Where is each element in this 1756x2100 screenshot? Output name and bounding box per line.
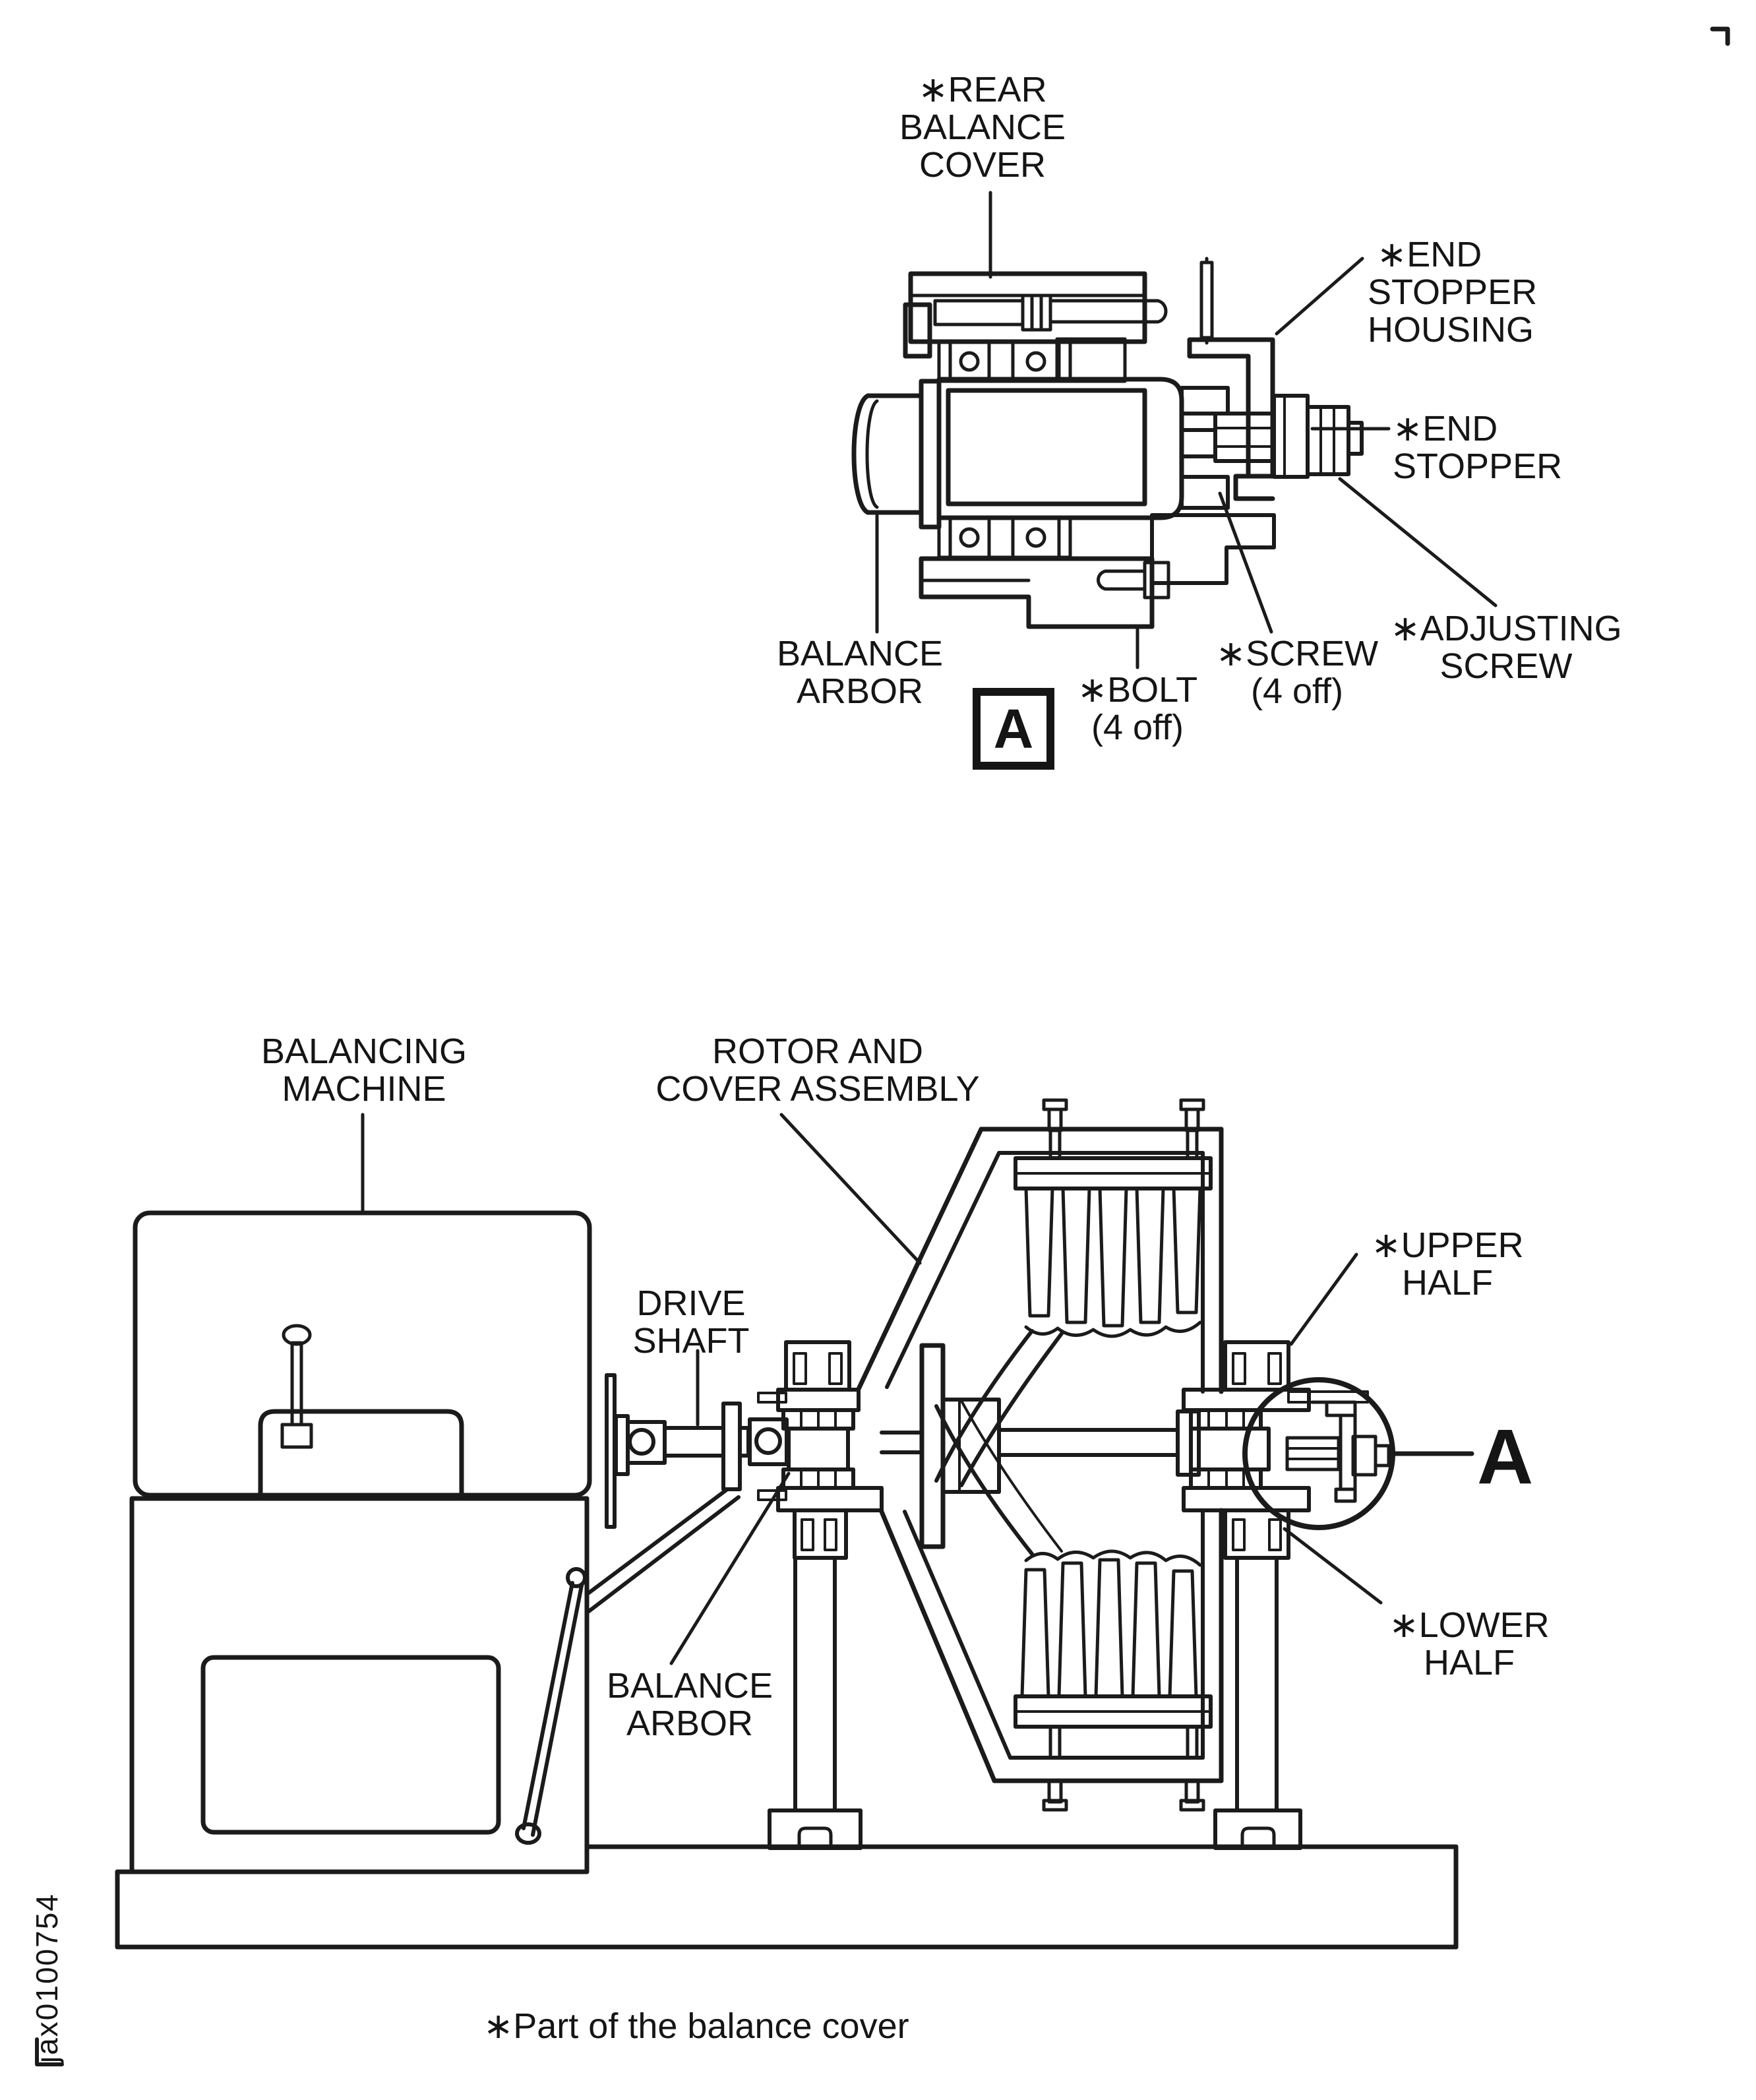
label-end-stopper-housing: ∗END STOPPER HOUSING: [1368, 235, 1538, 350]
machine-leader-lines: [361, 1113, 1474, 1665]
label-screw: ∗SCREW (4 off): [1215, 634, 1379, 711]
corner-mark-top-right: [1710, 26, 1730, 46]
end-stopper-housing-part: [1187, 337, 1275, 501]
base-slab: [115, 1844, 1459, 1950]
label-balance-arbor-detail: BALANCE ARBOR: [776, 634, 944, 711]
cover-steps: [1150, 386, 1276, 585]
machine-drawing: [115, 1098, 1474, 1950]
detail-leader-lines: [875, 191, 1498, 669]
right-pedestal: [1182, 1340, 1369, 1850]
detail-a-drawing: [851, 191, 1498, 669]
rear-balance-cover-part: [903, 257, 1214, 383]
label-rotor-cover-assembly: ROTOR AND COVER ASSEMBLY: [655, 1032, 980, 1109]
balancing-machine-body: [129, 1210, 592, 1874]
registration-mark-bottom-left: [35, 2037, 64, 2066]
label-balance-arbor-machine: BALANCE ARBOR: [606, 1666, 773, 1743]
label-bolt: ∗BOLT (4 off): [1077, 670, 1198, 747]
end-stopper-part: [1180, 394, 1364, 479]
machine-view-marker-letter: A: [1477, 1413, 1534, 1500]
left-pedestal: [757, 1340, 884, 1850]
rotor-cover-assembly-part: [856, 1098, 1224, 1812]
label-lower-half: ∗LOWER HALF: [1389, 1605, 1550, 1683]
footnote: ∗Part of the balance cover: [483, 2006, 909, 2046]
detail-view-marker-letter: A: [993, 697, 1034, 760]
label-end-stopper: ∗END STOPPER: [1393, 409, 1563, 486]
detail-view-marker-box: A: [973, 688, 1054, 770]
label-upper-half: ∗UPPER HALF: [1371, 1225, 1524, 1303]
side-code: jax0100754: [30, 1893, 64, 2063]
arbor-housing: [936, 377, 1184, 520]
lower-bearing: [937, 516, 1072, 559]
arbor-end-stopper-mini: [1285, 1400, 1391, 1503]
label-adjusting-screw: ∗ADJUSTING SCREW: [1390, 609, 1622, 686]
upper-bearing: [937, 340, 1072, 383]
label-rear-balance-cover: ∗REAR BALANCE COVER: [899, 70, 1066, 185]
label-balancing-machine: BALANCING MACHINE: [260, 1032, 468, 1109]
label-drive-shaft: DRIVE SHAFT: [632, 1283, 750, 1361]
balance-arbor-shaft: [851, 379, 942, 530]
bottom-bracket-part: [919, 556, 1170, 629]
drive-shaft-part: [515, 1373, 789, 1845]
